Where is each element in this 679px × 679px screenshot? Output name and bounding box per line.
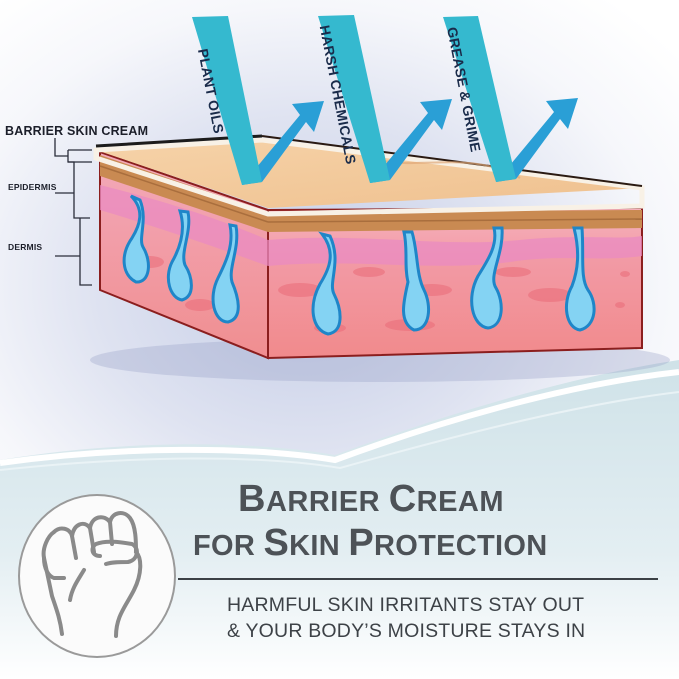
irritant-arrow-2 xyxy=(318,15,452,183)
headline-divider xyxy=(178,578,658,580)
headline-word-arrier: ARRIER xyxy=(265,486,389,518)
moisture-droplets xyxy=(122,194,596,336)
layer-brackets xyxy=(54,138,92,286)
headline-cap-c: C xyxy=(388,478,417,520)
irritant-arrow-3 xyxy=(443,16,578,182)
headline-word-for: FOR xyxy=(193,530,264,562)
headline-line-1: BARRIER CREAM xyxy=(238,478,504,521)
label-epidermis: EPIDERMIS xyxy=(8,182,57,192)
headline-cap-s: S xyxy=(263,522,290,564)
label-barrier-skin-cream: BARRIER SKIN CREAM xyxy=(5,124,149,138)
subtitle-line-1: HARMFUL SKIN IRRITANTS STAY OUT xyxy=(227,594,585,616)
raised-fist-icon xyxy=(41,511,143,638)
headline-line-2: FOR SKIN PROTECTION xyxy=(193,522,547,565)
label-dermis: DERMIS xyxy=(8,242,43,252)
headline-cap-p: P xyxy=(348,522,374,564)
headline-word-rotection: ROTECTION xyxy=(374,530,548,562)
headline-word-kin: KIN xyxy=(289,530,349,562)
headline-word-ream: REAM xyxy=(416,486,505,518)
fist-badge xyxy=(18,494,176,658)
headline-cap-b: B xyxy=(238,478,266,520)
irritant-arrow-1 xyxy=(192,16,324,185)
subtitle-line-2: & YOUR BODY’S MOISTURE STAYS IN xyxy=(227,620,586,642)
